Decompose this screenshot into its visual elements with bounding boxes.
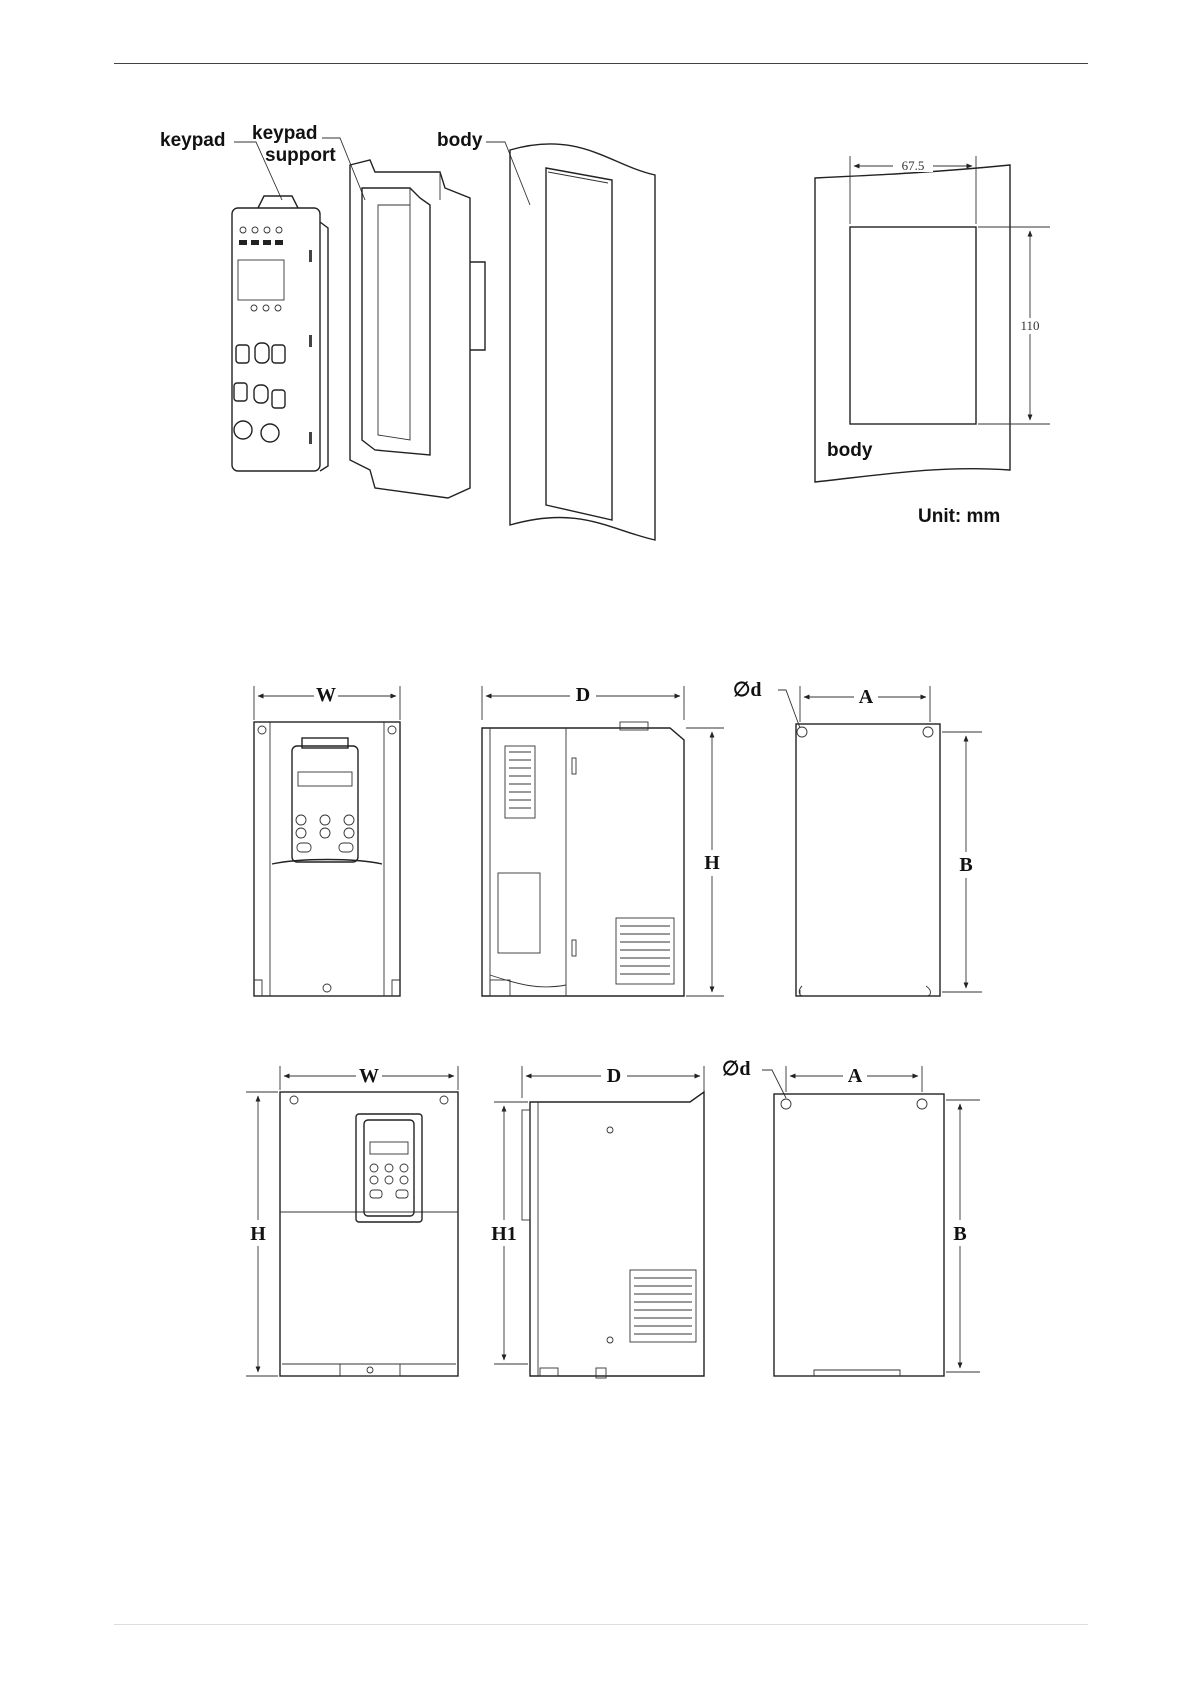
- large-height-H: H: [250, 1223, 266, 1245]
- large-mount-B: B: [953, 1223, 966, 1245]
- large-width-W: W: [359, 1065, 379, 1087]
- small-height-H: H: [704, 852, 720, 874]
- panel-cutout-drawing: 67.5 110 body Unit: mm: [815, 156, 1050, 527]
- small-frame-drawing: W D: [254, 679, 982, 996]
- small-side-view: D: [482, 684, 724, 996]
- small-width-W: W: [316, 684, 336, 706]
- small-hole-diameter: ∅d: [733, 679, 762, 701]
- small-depth-D: D: [576, 684, 590, 706]
- large-height-H1: H1: [491, 1223, 517, 1245]
- cutout-body-label: body: [827, 440, 873, 461]
- cutout-width-value: 67.5: [902, 158, 925, 173]
- large-depth-D: D: [607, 1065, 621, 1087]
- small-back-view: ∅d A B: [733, 679, 982, 996]
- body-panel-part: [510, 144, 655, 540]
- unit-label: Unit: mm: [918, 506, 1000, 527]
- large-front-view: W H: [246, 1064, 458, 1376]
- keypad-part: [232, 196, 328, 471]
- small-mount-B: B: [959, 854, 972, 876]
- small-mount-A: A: [859, 686, 874, 708]
- cutout-height-value: 110: [1020, 318, 1039, 333]
- large-back-view: ∅d A B: [722, 1058, 980, 1376]
- keypad-support-label-line2: support: [265, 145, 336, 166]
- body-leader: [486, 142, 530, 205]
- large-hole-diameter: ∅d: [722, 1058, 751, 1080]
- keypad-support-part: [350, 160, 485, 498]
- large-mount-A: A: [848, 1065, 863, 1087]
- body-label: body: [437, 130, 483, 151]
- large-frame-drawing: W H D: [246, 1058, 980, 1378]
- large-side-view: D H1: [490, 1064, 704, 1378]
- small-front-view: W: [254, 684, 400, 996]
- keypad-label: keypad: [160, 130, 225, 151]
- keypad-support-label-line1: keypad: [252, 123, 317, 144]
- keypad-install-diagram: keypad keypad support body: [160, 123, 1050, 540]
